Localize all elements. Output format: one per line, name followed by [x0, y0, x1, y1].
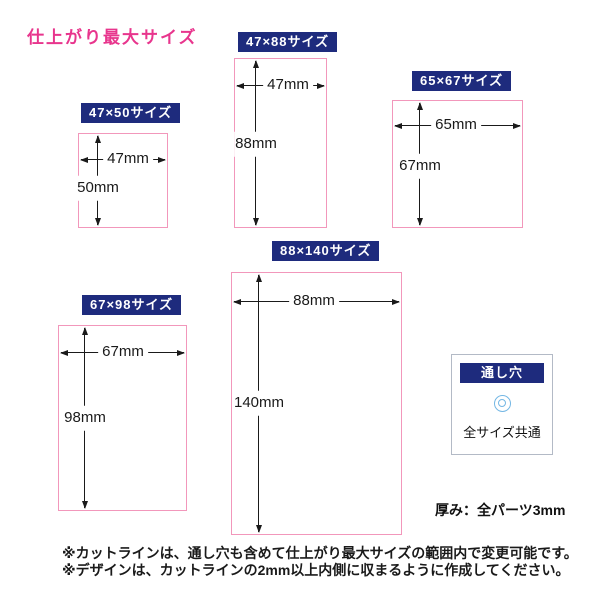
size-tag-65x67: 65×67サイズ [412, 71, 512, 91]
size-group-47x88: 47×88サイズ 47mm 88mm [234, 32, 338, 228]
size-box-47x88: 47mm 88mm [234, 58, 327, 228]
height-dimension-label: 67mm [398, 153, 442, 179]
size-box-47x50: 47mm 50mm [76, 133, 168, 228]
height-dimension-label: 98mm [63, 405, 107, 431]
footnote-cutline: ※カットラインは、通し穴も含めて仕上がり最大サイズの範囲内で変更可能です。 [62, 545, 578, 561]
size-group-67x98: 67×98サイズ 67mm 98mm [58, 295, 187, 511]
height-dimension-label: 88mm [234, 131, 278, 157]
height-dimension-label: 50mm [76, 175, 120, 201]
through-hole-panel: 通し穴 全サイズ共通 [451, 354, 553, 455]
width-dimension-label: 88mm [289, 292, 339, 310]
thickness-note: 厚み：全パーツ3mm [435, 502, 566, 518]
size-group-88x140: 88×140サイズ 88mm 140mm [231, 241, 402, 535]
through-hole-tag: 通し穴 [460, 363, 544, 383]
size-box-88x140: 88mm 140mm [231, 272, 402, 535]
height-dimension-label: 140mm [232, 390, 286, 416]
width-dimension-label: 47mm [263, 76, 313, 94]
size-tag-47x88: 47×88サイズ [238, 32, 338, 52]
page-title: 仕上がり最大サイズ [27, 28, 198, 47]
size-group-47x50: 47×50サイズ 47mm 50mm [76, 103, 181, 228]
width-dimension-label: 47mm [103, 150, 153, 168]
size-group-65x67: 65×67サイズ 65mm 67mm [392, 71, 523, 228]
size-tag-47x50: 47×50サイズ [81, 103, 181, 123]
footnotes: ※カットラインは、通し穴も含めて仕上がり最大サイズの範囲内で変更可能です。 ※デ… [62, 545, 578, 578]
footnote-design: ※デザインは、カットラインの2mm以上内側に収まるように作成してください。 [62, 561, 570, 578]
width-dimension-label: 65mm [431, 116, 481, 134]
through-hole-icon [493, 394, 511, 412]
width-dimension-label: 67mm [98, 343, 148, 361]
size-tag-67x98: 67×98サイズ [82, 295, 182, 315]
size-tag-88x140: 88×140サイズ [272, 241, 380, 261]
size-box-67x98: 67mm 98mm [58, 325, 187, 511]
size-box-65x67: 65mm 67mm [392, 100, 523, 228]
through-hole-note: 全サイズ共通 [463, 424, 541, 440]
